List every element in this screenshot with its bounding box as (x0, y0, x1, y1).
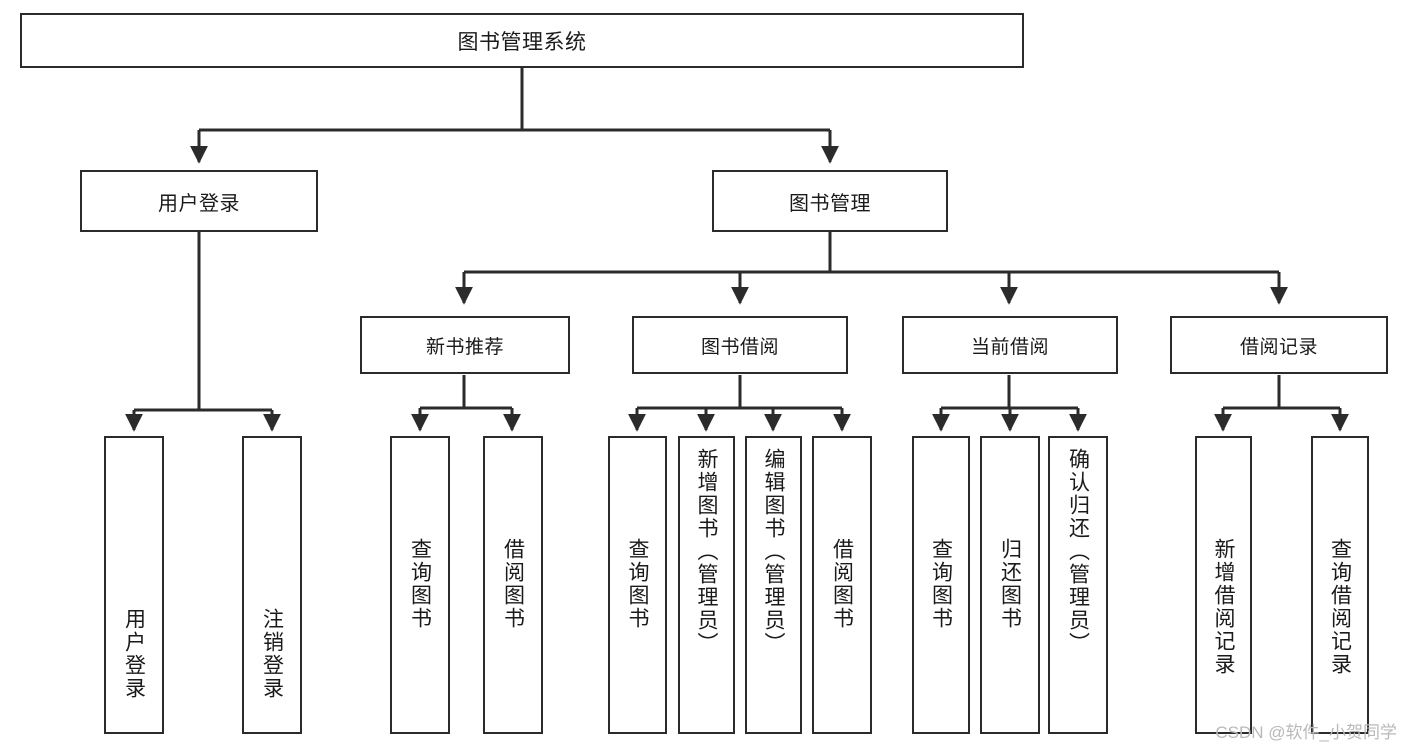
node-borrow-records-label: 借阅记录 (1239, 336, 1318, 358)
leaf-borrow-book-recommend-label: 借阅图书 (501, 538, 525, 630)
leaf-add-borrow-record[interactable]: 新增借阅记录 (1195, 436, 1252, 734)
node-book-management[interactable]: 图书管理 (712, 170, 948, 232)
leaf-query-book-current-label: 查询图书 (929, 538, 953, 630)
leaf-query-book-recommend-label: 查询图书 (408, 538, 432, 630)
leaf-query-borrow-record-label: 查询借阅记录 (1328, 538, 1352, 676)
leaf-user-login[interactable]: 用户登录 (104, 436, 164, 734)
leaf-user-login-label: 用户登录 (122, 608, 146, 700)
node-user-login[interactable]: 用户登录 (80, 170, 318, 232)
node-current-borrow[interactable]: 当前借阅 (902, 316, 1118, 374)
node-new-book-recommend[interactable]: 新书推荐 (360, 316, 570, 374)
leaf-return-book-label: 归还图书 (998, 538, 1022, 630)
leaf-borrow-book-label: 借阅图书 (830, 538, 854, 630)
node-new-book-recommend-label: 新书推荐 (425, 336, 504, 358)
leaf-edit-book-admin-label: 编辑图书（管理员） (762, 448, 785, 655)
leaf-confirm-return-admin[interactable]: 确认归还（管理员） (1048, 436, 1108, 734)
leaf-borrow-book[interactable]: 借阅图书 (812, 436, 872, 734)
leaf-query-borrow-record[interactable]: 查询借阅记录 (1311, 436, 1369, 734)
node-current-borrow-label: 当前借阅 (970, 336, 1049, 358)
leaf-logout-login[interactable]: 注销登录 (242, 436, 302, 734)
node-book-management-label: 图书管理 (789, 192, 871, 215)
node-root[interactable]: 图书管理系统 (20, 13, 1024, 68)
node-user-login-label: 用户登录 (158, 192, 240, 215)
leaf-confirm-return-admin-label: 确认归还（管理员） (1066, 448, 1090, 655)
leaf-return-book[interactable]: 归还图书 (980, 436, 1040, 734)
leaf-add-borrow-record-label: 新增借阅记录 (1212, 538, 1235, 676)
node-book-borrow-label: 图书借阅 (700, 336, 779, 358)
node-root-label: 图书管理系统 (457, 30, 587, 54)
leaf-query-book-recommend[interactable]: 查询图书 (390, 436, 450, 734)
leaf-logout-login-label: 注销登录 (260, 608, 284, 700)
leaf-edit-book-admin[interactable]: 编辑图书（管理员） (745, 436, 802, 734)
leaf-query-book-current[interactable]: 查询图书 (912, 436, 970, 734)
node-borrow-records[interactable]: 借阅记录 (1170, 316, 1388, 374)
leaf-query-book-borrow-label: 查询图书 (626, 538, 649, 630)
leaf-borrow-book-recommend[interactable]: 借阅图书 (483, 436, 543, 734)
leaf-add-book-admin[interactable]: 新增图书（管理员） (678, 436, 735, 734)
leaf-query-book-borrow[interactable]: 查询图书 (608, 436, 667, 734)
watermark: CSDN @软件_小贺同学 (1215, 723, 1397, 742)
node-book-borrow[interactable]: 图书借阅 (632, 316, 848, 374)
leaf-add-book-admin-label: 新增图书（管理员） (695, 448, 718, 655)
